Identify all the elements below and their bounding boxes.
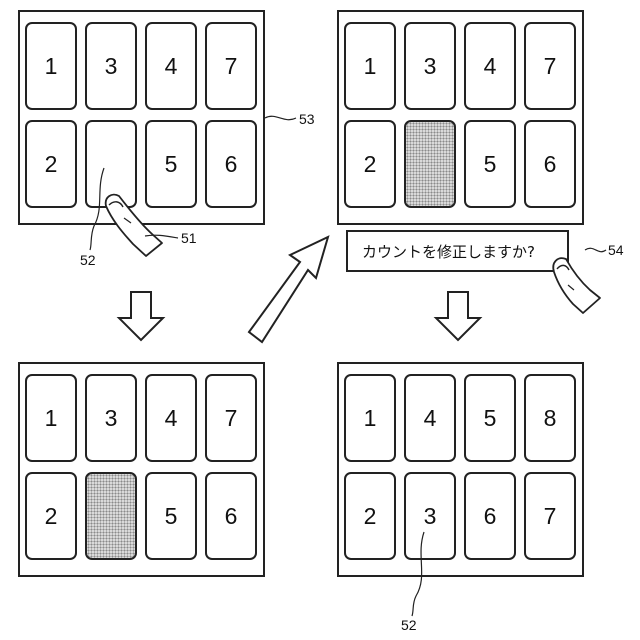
down-arrow-icon bbox=[436, 292, 480, 340]
leader-line-52-bottom bbox=[412, 532, 424, 616]
leader-line-52-top bbox=[90, 168, 104, 250]
leader-line-53 bbox=[265, 116, 296, 119]
down-arrow-icon bbox=[119, 292, 163, 340]
ref-label-51: 51 bbox=[181, 230, 197, 246]
ref-label-52: 52 bbox=[401, 617, 417, 633]
finger-icon bbox=[106, 195, 162, 256]
ref-label-52: 52 bbox=[80, 252, 96, 268]
leader-line-54 bbox=[585, 248, 606, 251]
finger-icon bbox=[553, 258, 600, 313]
ref-label-54: 54 bbox=[608, 242, 624, 258]
ref-label-53: 53 bbox=[299, 111, 315, 127]
up-right-arrow-icon bbox=[249, 237, 328, 342]
